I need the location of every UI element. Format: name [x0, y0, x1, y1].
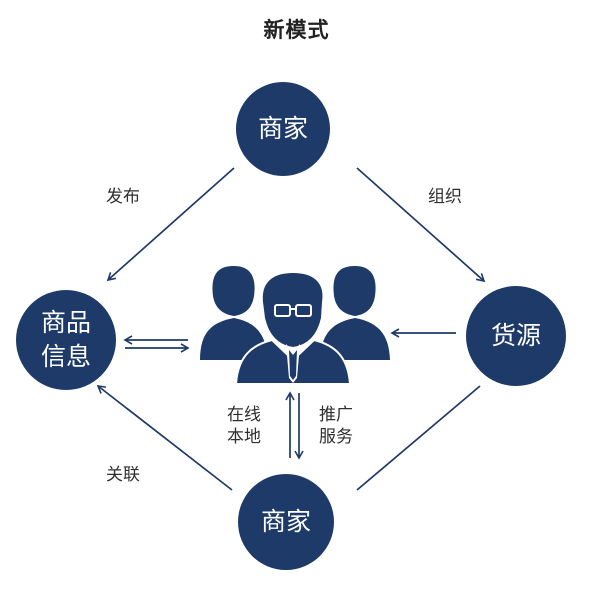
merchant-node-top-label: 商家	[257, 114, 308, 143]
label-promotion-service: 推广 服务	[319, 404, 353, 448]
label-online-local: 在线 本地	[227, 404, 261, 448]
merchant-node-bottom-label: 商家	[260, 507, 311, 536]
product-info-label-line2: 信息	[40, 342, 91, 371]
product-info-label-line1: 商品	[40, 308, 91, 337]
diagram-title: 新模式	[263, 18, 330, 42]
label-associate: 关联	[106, 465, 140, 485]
supply-node-label: 货源	[490, 321, 541, 350]
product-info-node: 商品 信息	[16, 290, 116, 390]
man-center-icon	[234, 270, 352, 385]
supply-node: 货源	[466, 286, 566, 386]
arrow-top-to-left	[106, 167, 235, 282]
label-promotion: 推广	[319, 405, 353, 425]
merchant-node-bottom: 商家	[238, 474, 334, 570]
woman-right-icon	[320, 266, 390, 360]
merchant-node-top: 商家	[236, 82, 330, 176]
label-publish: 发布	[106, 187, 140, 207]
label-online: 在线	[227, 405, 261, 425]
line-bottom-to-right	[356, 385, 481, 491]
arrow-bottom-to-left	[96, 385, 233, 491]
arrow-top-to-right	[356, 167, 486, 283]
label-service: 服务	[319, 427, 353, 447]
people-group-icon	[200, 266, 390, 385]
label-organize: 组织	[428, 187, 462, 207]
label-local: 本地	[227, 427, 261, 447]
